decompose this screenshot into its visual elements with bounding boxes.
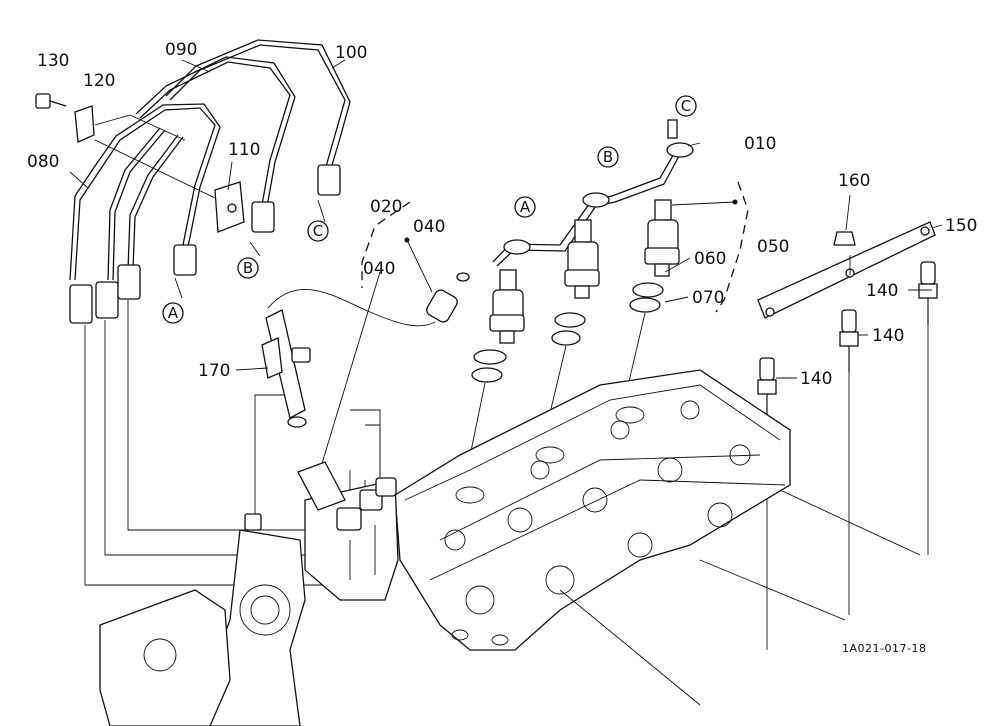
ref-circle-a1 bbox=[162, 302, 184, 324]
label-140b: 140 bbox=[872, 326, 904, 346]
washer-2a bbox=[554, 312, 586, 328]
ref-a1: A bbox=[168, 304, 179, 322]
pipe-nut-a bbox=[173, 244, 197, 276]
clamp-120 bbox=[74, 105, 95, 143]
label-110: 110 bbox=[228, 140, 260, 160]
washer-1b bbox=[471, 367, 503, 383]
set-brackets bbox=[361, 181, 749, 313]
label-090: 090 bbox=[165, 40, 197, 60]
overflow-pipe-170 bbox=[265, 309, 306, 419]
banjo-b bbox=[582, 192, 610, 208]
glow-plug-2 bbox=[839, 309, 859, 372]
ref-a2: A bbox=[520, 198, 531, 216]
label-040b: 040 bbox=[363, 259, 395, 279]
ref-circle-c1 bbox=[307, 220, 329, 242]
glow-plug-assembly bbox=[757, 221, 938, 650]
pipe-nut-b bbox=[251, 201, 275, 233]
label-130: 130 bbox=[37, 51, 69, 71]
ref-circle-c2 bbox=[675, 95, 697, 117]
leader-lines-head bbox=[559, 489, 921, 706]
clip-040 bbox=[456, 272, 470, 282]
label-160: 160 bbox=[838, 171, 870, 191]
ref-circle-b1 bbox=[237, 257, 259, 279]
drawing-code: 1A021-017-18 bbox=[842, 642, 926, 655]
washer-1a bbox=[473, 349, 507, 365]
pipe-clamp-parts bbox=[35, 93, 245, 233]
pipe-nut-3 bbox=[117, 264, 141, 300]
gear-case bbox=[99, 513, 306, 726]
nozzle-holder-1 bbox=[489, 269, 525, 344]
leak-off-nipple bbox=[667, 119, 678, 139]
cylinder-head bbox=[394, 369, 791, 651]
label-150: 150 bbox=[945, 216, 977, 236]
pipe-nut-c bbox=[317, 164, 341, 196]
callout-leaders bbox=[69, 59, 943, 379]
injection-pipes bbox=[69, 39, 351, 324]
label-040a: 040 bbox=[413, 217, 445, 237]
glow-plug-3 bbox=[918, 261, 938, 325]
ref-circle-b2 bbox=[597, 146, 619, 168]
injection-pump bbox=[297, 461, 399, 601]
label-140c: 140 bbox=[800, 369, 832, 389]
ref-b2: B bbox=[603, 148, 613, 166]
banjo-c bbox=[666, 142, 694, 158]
nozzle-holder-3 bbox=[644, 199, 680, 277]
washer-070 bbox=[629, 297, 661, 313]
reference-markers: A B C A B C bbox=[162, 95, 697, 324]
label-060: 060 bbox=[694, 249, 726, 269]
overflow-hose-assembly bbox=[261, 237, 470, 471]
label-100: 100 bbox=[335, 43, 367, 63]
label-010: 010 bbox=[744, 134, 776, 154]
label-050: 050 bbox=[757, 237, 789, 257]
label-020: 020 bbox=[370, 197, 402, 217]
delivery-valve-holder bbox=[297, 461, 346, 511]
washer-170 bbox=[287, 416, 307, 428]
label-140a: 140 bbox=[866, 281, 898, 301]
banjo-a bbox=[503, 239, 531, 255]
label-120: 120 bbox=[83, 71, 115, 91]
hose-040 bbox=[426, 289, 458, 323]
pipe-nut-2 bbox=[95, 281, 119, 319]
part-number-labels: 130 120 090 100 080 110 020 040 040 170 … bbox=[27, 40, 977, 389]
bolt-130-head bbox=[35, 93, 51, 109]
glow-plug-1 bbox=[757, 357, 777, 418]
ref-c2: C bbox=[681, 97, 691, 115]
label-170: 170 bbox=[198, 361, 230, 381]
washer-2b bbox=[551, 330, 581, 346]
pipe-nut-1 bbox=[69, 284, 93, 324]
label-070: 070 bbox=[692, 288, 724, 308]
nozzle-holder-2 bbox=[564, 219, 600, 299]
washer-060 bbox=[632, 282, 664, 298]
leak-off-pipe bbox=[492, 119, 694, 267]
ref-b1: B bbox=[243, 259, 253, 277]
ref-circle-a2 bbox=[514, 196, 536, 218]
label-080: 080 bbox=[27, 152, 59, 172]
nut-160 bbox=[833, 231, 856, 246]
nozzle-holders bbox=[461, 199, 680, 496]
ref-c1: C bbox=[313, 222, 323, 240]
